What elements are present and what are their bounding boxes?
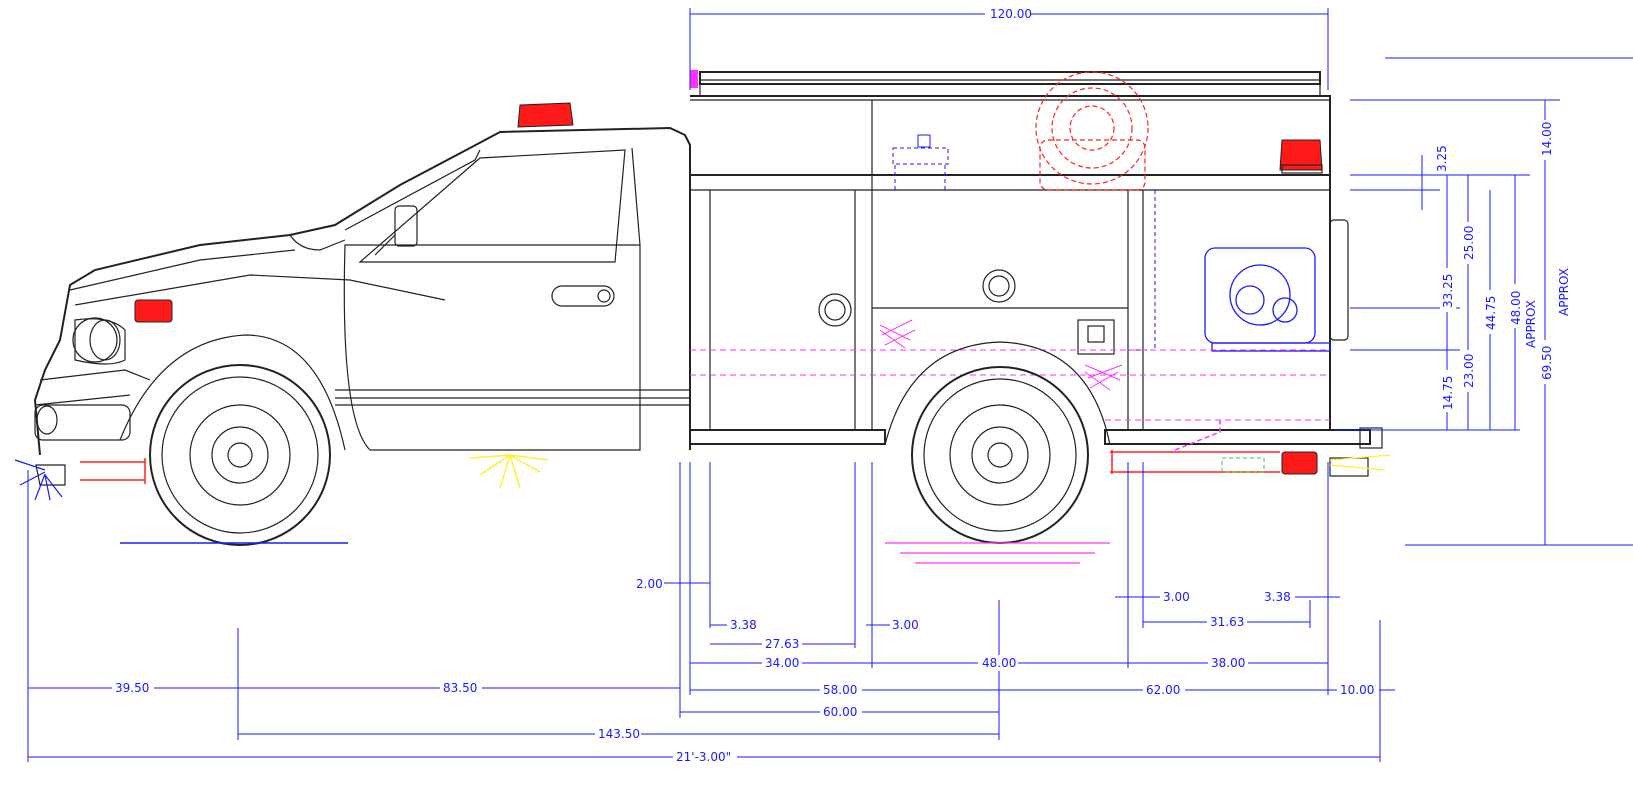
truck-cab (14, 102, 691, 501)
utility-body (689, 70, 1391, 477)
scene-light (469, 454, 549, 489)
dim-rear-overhang: 10.00 (1340, 683, 1374, 697)
dimension-labels: 120.00 2.00 3.38 27.63 3.00 34.00 48.00 … (112, 6, 1571, 765)
dim-approx-2: APPROX (1557, 268, 1571, 316)
dim-v-44-75: 44.75 (1484, 296, 1498, 330)
dim-v-14-00: 14.00 (1540, 122, 1554, 156)
dim-front-overhang: 39.50 (115, 681, 149, 695)
dim-v-23-00: 23.00 (1462, 354, 1476, 388)
dim-3-00-right: 3.00 (1163, 590, 1190, 604)
dim-overall-length: 21'-3.00" (676, 750, 731, 764)
rear-wheel (885, 366, 1110, 564)
dim-v-14-75: 14.75 (1441, 376, 1455, 410)
dim-120: 120.00 (990, 7, 1032, 21)
dim-approx-1: APPROX (1524, 300, 1538, 348)
dim-38-00: 38.00 (1211, 656, 1245, 670)
dim-v-33-25: 33.25 (1441, 274, 1455, 308)
dim-48-00-horizontal: 48.00 (982, 656, 1016, 670)
dimension-lines (27, 8, 1633, 762)
dim-v-3-25: 3.25 (1435, 145, 1449, 172)
dim-34-00: 34.00 (765, 656, 799, 670)
dim-31-63: 31.63 (1210, 615, 1244, 629)
dim-27-63: 27.63 (765, 637, 799, 651)
dim-60-00: 60.00 (823, 705, 857, 719)
dim-58-00: 58.00 (823, 683, 857, 697)
dim-v-25-00: 25.00 (1462, 226, 1476, 260)
dim-3-38-right: 3.38 (1264, 590, 1291, 604)
dim-cab-length: 83.50 (443, 681, 477, 695)
dim-62-00: 62.00 (1146, 683, 1180, 697)
dim-3-38-left: 3.38 (730, 618, 757, 632)
front-wheel (120, 364, 348, 546)
dim-wheelbase: 143.50 (598, 727, 640, 741)
dim-2-00: 2.00 (636, 577, 663, 591)
dim-3-00-mid: 3.00 (892, 618, 919, 632)
dim-v-48-00: 48.00 (1509, 291, 1523, 325)
dim-v-69-50: 69.50 (1540, 346, 1554, 380)
